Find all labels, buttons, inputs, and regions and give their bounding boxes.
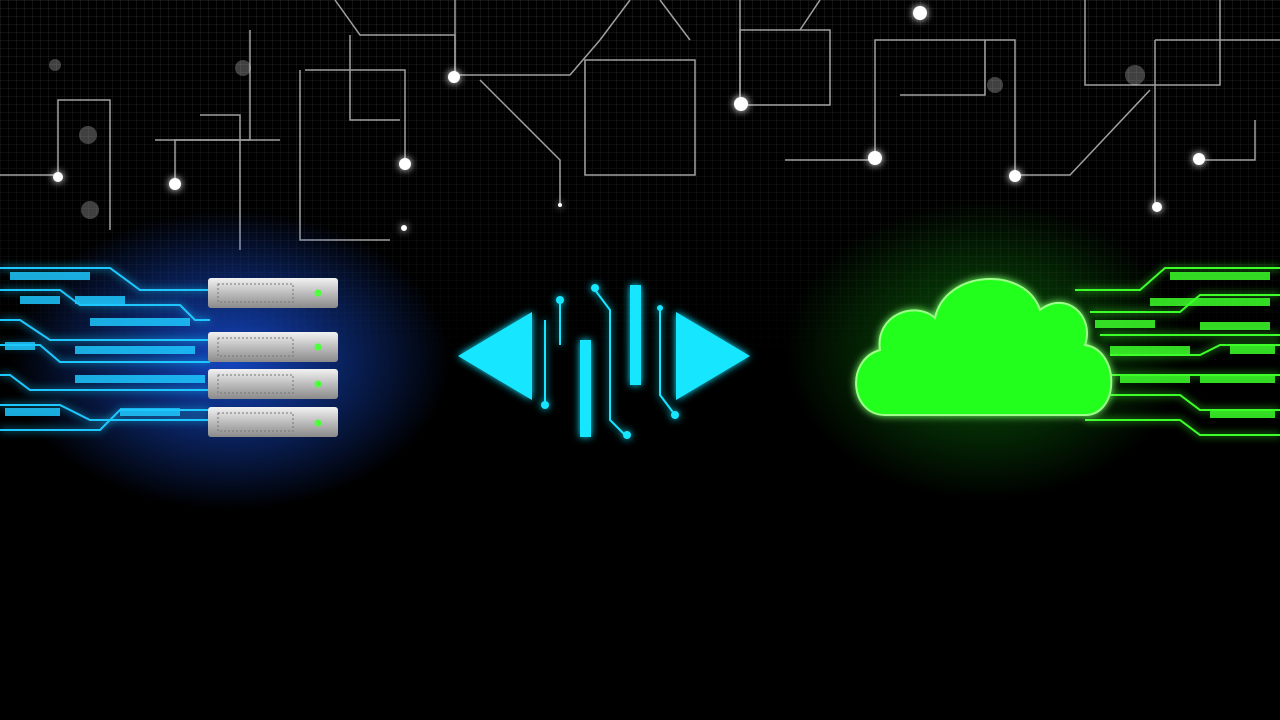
bokeh-lights	[49, 59, 1145, 219]
server-rack-icon	[208, 278, 338, 437]
circuit-nodes	[53, 6, 1205, 231]
cloud-icon	[855, 278, 1113, 416]
cloud-circuit-lines	[1075, 267, 1280, 436]
server-group	[0, 210, 450, 510]
bidirectional-transfer-icon	[458, 284, 750, 439]
circuit-network	[0, 0, 1280, 250]
server-circuit-lines	[0, 267, 210, 431]
cloud-pseudo-labels	[1095, 272, 1275, 418]
cloud-group	[785, 200, 1280, 500]
server-pseudo-labels	[5, 272, 205, 416]
